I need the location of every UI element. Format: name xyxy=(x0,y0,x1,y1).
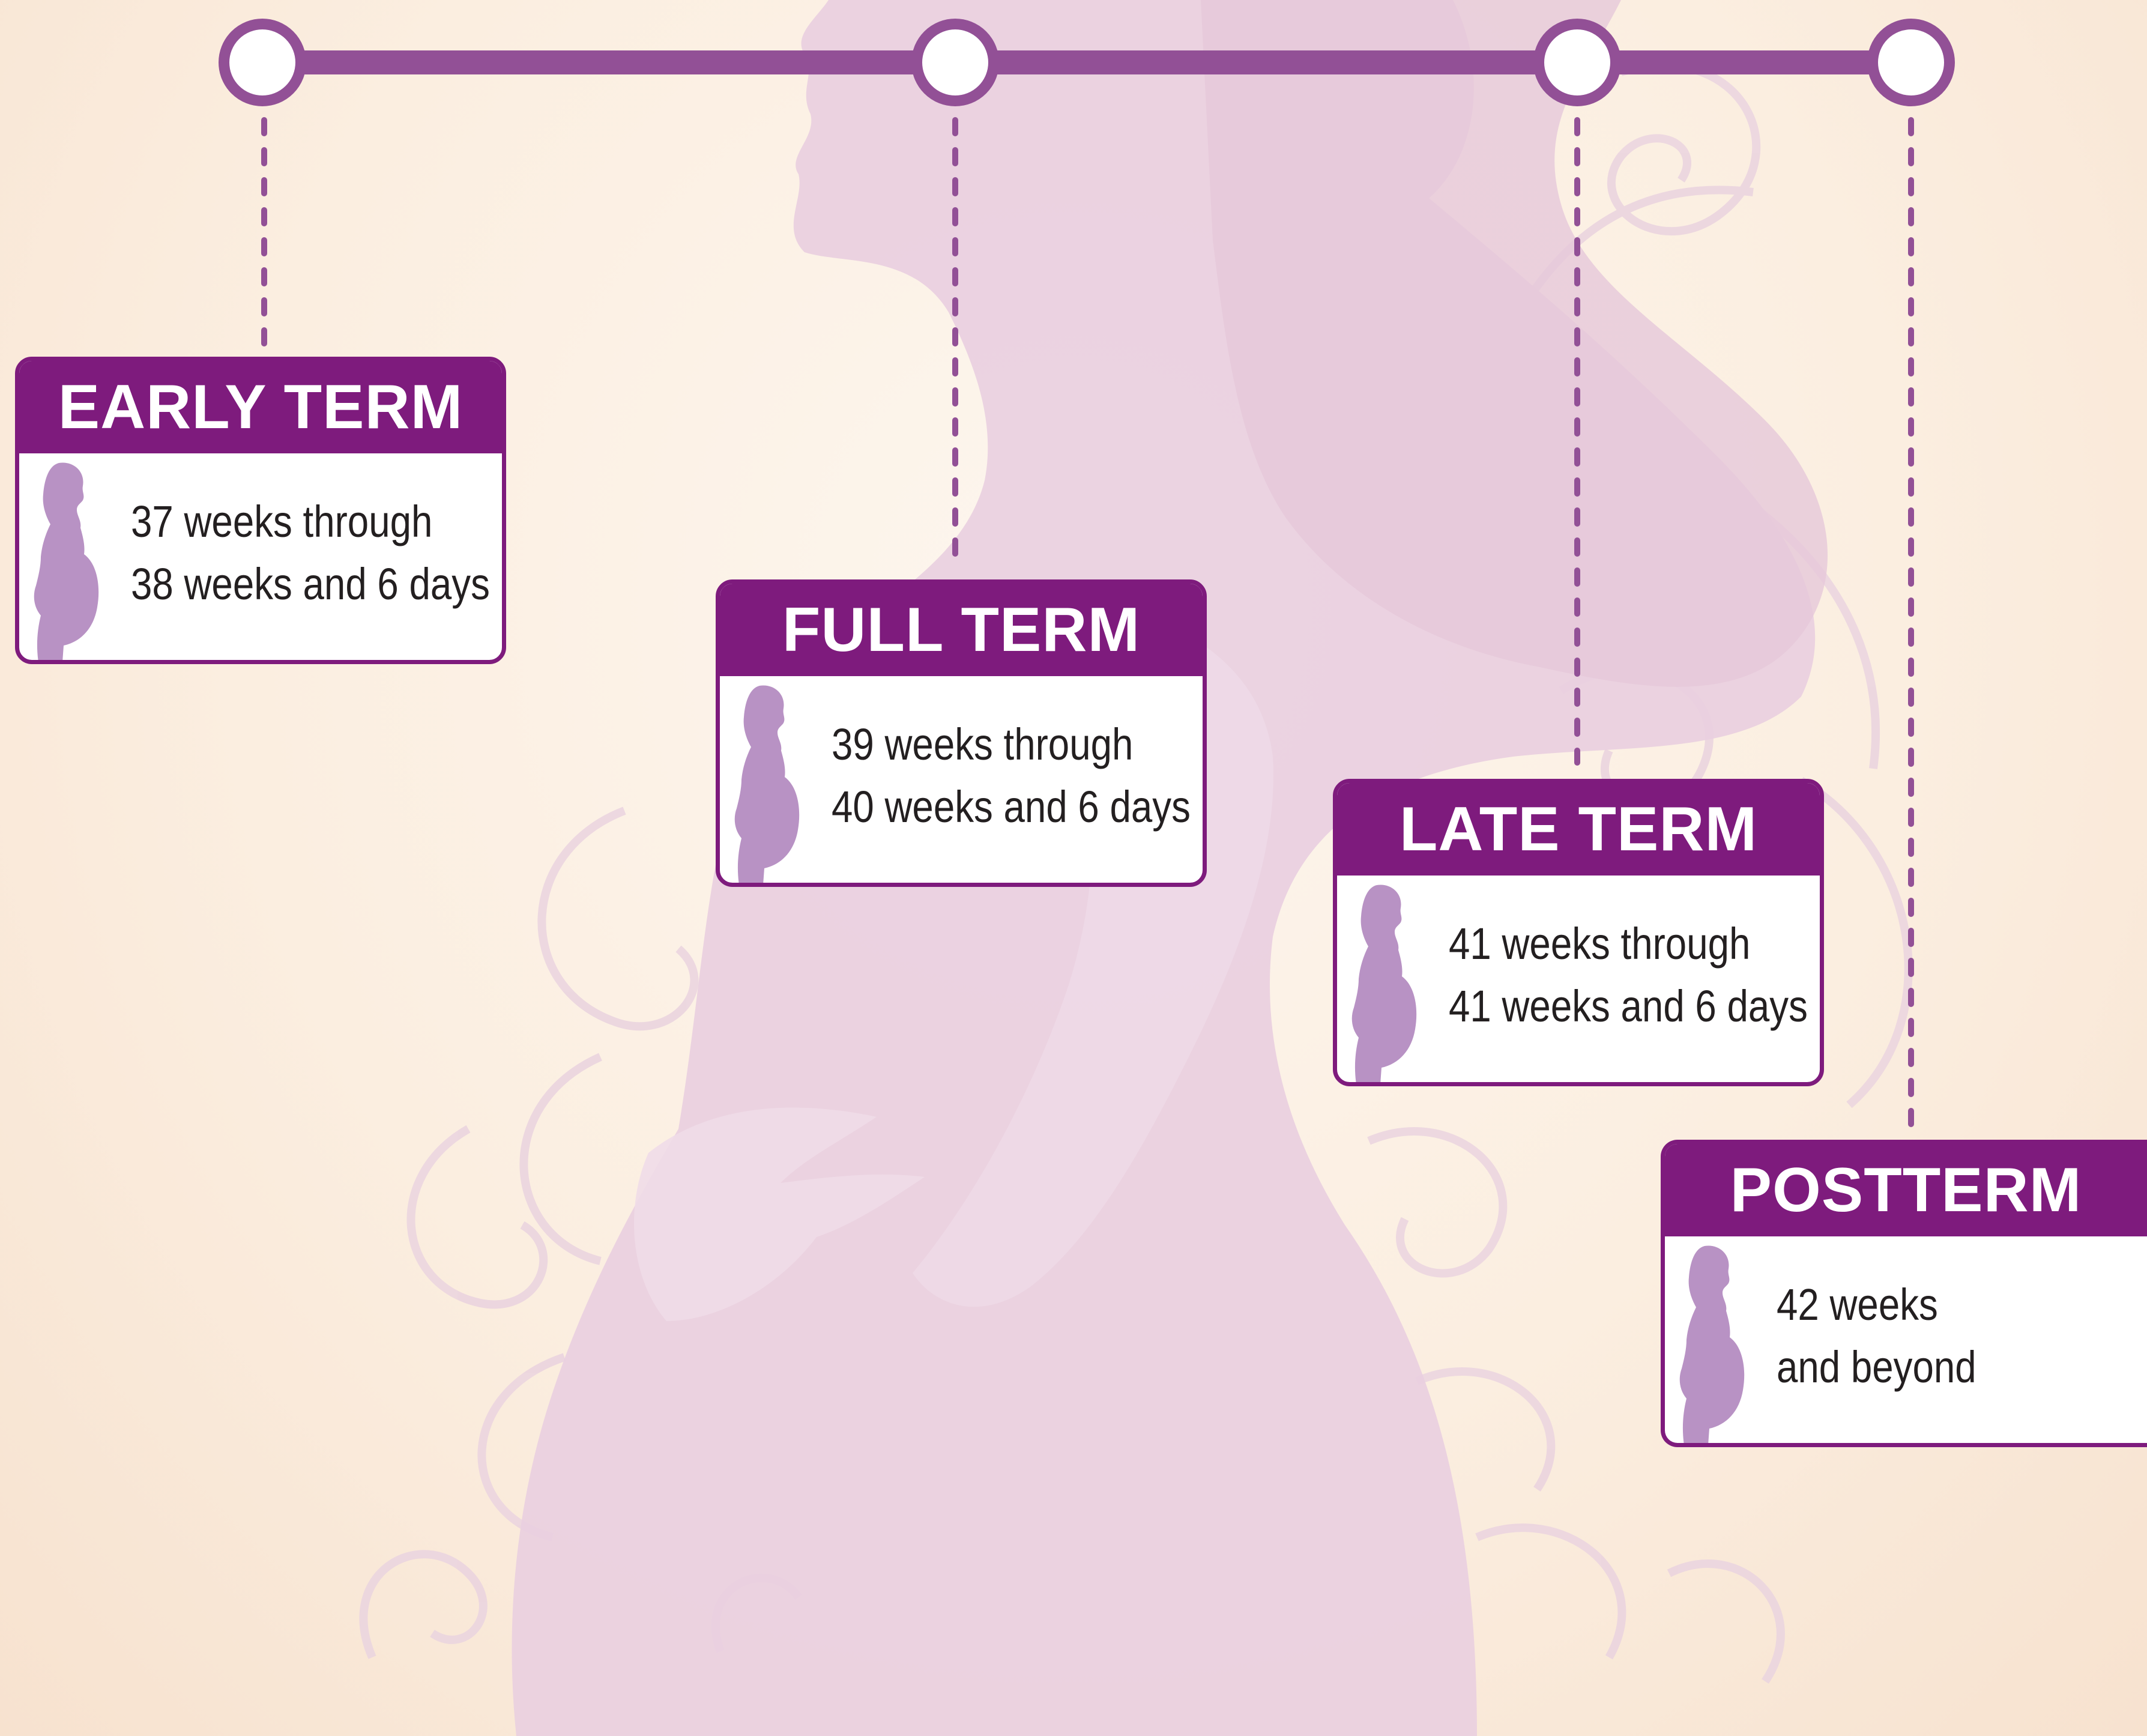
stage-card-late-term: LATE TERM 41 weeks through 41 weeks and … xyxy=(1333,779,1824,1086)
stage-description: 41 weeks through 41 weeks and 6 days xyxy=(1449,913,1808,1038)
stage-title: FULL TERM xyxy=(720,584,1203,676)
stage-title: POSTTERM xyxy=(1665,1144,2147,1236)
stage-line-2: 41 weeks and 6 days xyxy=(1449,981,1808,1031)
stage-card-early-term: EARLY TERM 37 weeks through 38 weeks and… xyxy=(15,357,506,664)
pregnant-woman-icon xyxy=(34,462,99,660)
stage-title: LATE TERM xyxy=(1337,783,1820,876)
silhouette-hand xyxy=(634,1107,925,1321)
stage-description: 37 weeks through 38 weeks and 6 days xyxy=(131,491,490,615)
stage-body: 39 weeks through 40 weeks and 6 days xyxy=(720,676,1203,883)
stage-line-2: 38 weeks and 6 days xyxy=(131,559,490,609)
stage-card-postterm: POSTTERM 42 weeks and beyond xyxy=(1661,1140,2147,1447)
stage-line-1: 41 weeks through xyxy=(1449,919,1751,969)
stage-body: 41 weeks through 41 weeks and 6 days xyxy=(1337,876,1820,1082)
timeline-node-postterm xyxy=(1867,19,1955,106)
stage-line-1: 37 weeks through xyxy=(131,497,433,546)
stage-line-2: and beyond xyxy=(1777,1342,1976,1392)
timeline-node-early-term xyxy=(219,19,306,106)
stage-body: 42 weeks and beyond xyxy=(1665,1236,2147,1443)
stage-line-2: 40 weeks and 6 days xyxy=(832,782,1191,832)
pregnant-woman-icon xyxy=(1351,885,1417,1082)
stage-description: 42 weeks and beyond xyxy=(1777,1274,1976,1399)
silhouette-hair xyxy=(1201,0,1828,687)
timeline-node-late-term xyxy=(1533,19,1621,106)
stage-body: 37 weeks through 38 weeks and 6 days xyxy=(19,453,502,660)
stage-description: 39 weeks through 40 weeks and 6 days xyxy=(832,713,1191,838)
pregnant-woman-icon xyxy=(1679,1245,1745,1443)
stage-line-1: 42 weeks xyxy=(1777,1280,1938,1329)
pregnant-woman-icon xyxy=(734,685,800,883)
stage-title: EARLY TERM xyxy=(19,361,502,453)
stage-card-full-term: FULL TERM 39 weeks through 40 weeks and … xyxy=(716,579,1207,887)
timeline-node-full-term xyxy=(911,19,999,106)
stage-line-1: 39 weeks through xyxy=(832,719,1134,769)
